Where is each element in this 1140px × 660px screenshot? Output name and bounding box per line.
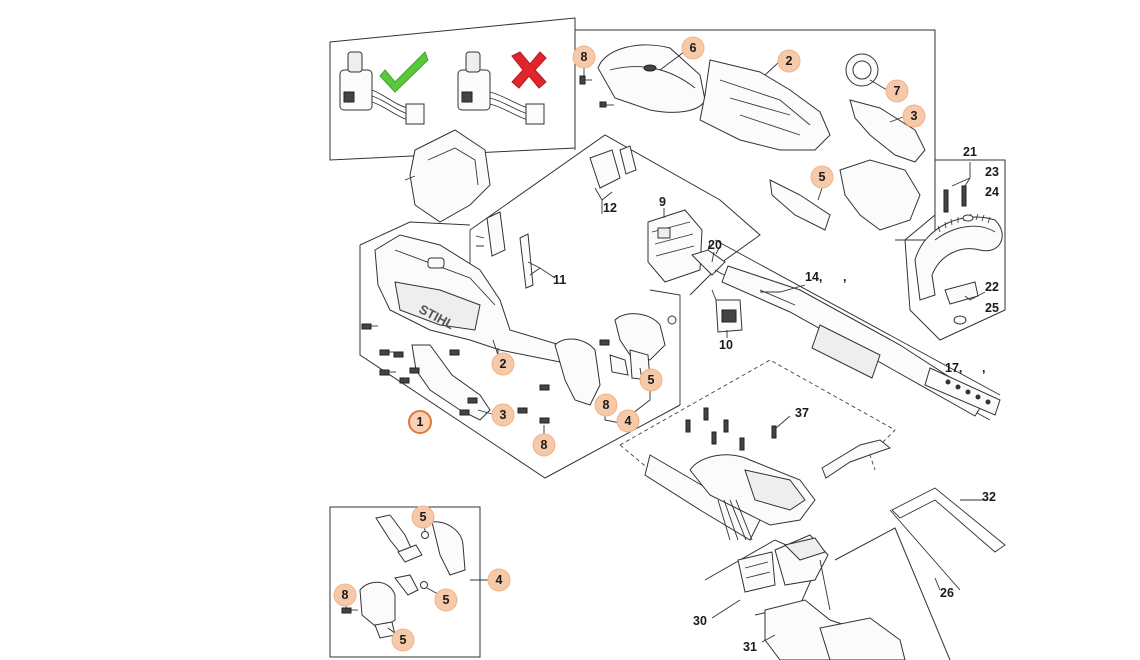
label-22[interactable]: 22 xyxy=(985,280,999,294)
upper-housing-group xyxy=(574,29,936,241)
switch-correct-illustration xyxy=(339,51,425,125)
callout-6[interactable]: 6 xyxy=(681,36,705,60)
svg-text:3: 3 xyxy=(911,109,918,123)
callout-bubbles: 1 2 2 3 3 4 4 5 5 5 5 5 6 7 8 8 8 8 xyxy=(333,36,926,652)
svg-text:4: 4 xyxy=(496,573,503,587)
callout-5-detail-mid[interactable]: 5 xyxy=(434,588,458,612)
label-25[interactable]: 25 xyxy=(985,301,999,315)
svg-text:5: 5 xyxy=(400,633,407,647)
label-11[interactable]: 11 xyxy=(553,273,566,287)
label-9[interactable]: 9 xyxy=(659,195,666,209)
label-30[interactable]: 30 xyxy=(693,614,707,628)
svg-text:2: 2 xyxy=(500,357,507,371)
label-23[interactable]: 23 xyxy=(985,165,999,179)
svg-text:5: 5 xyxy=(819,170,826,184)
motor-cap-part xyxy=(404,129,491,223)
svg-text:7: 7 xyxy=(894,84,901,98)
callout-8-assembly[interactable]: 8 xyxy=(594,393,618,417)
callout-5-housing[interactable]: 5 xyxy=(810,165,834,189)
label-31[interactable]: 31 xyxy=(743,640,757,654)
callout-1[interactable]: 1 xyxy=(408,410,432,434)
switch-orientation-inset xyxy=(329,17,576,161)
callout-7[interactable]: 7 xyxy=(885,79,909,103)
svg-text:5: 5 xyxy=(443,593,450,607)
svg-text:1: 1 xyxy=(417,415,424,429)
label-26[interactable]: 26 xyxy=(940,586,954,600)
label-12[interactable]: 12 xyxy=(603,201,617,215)
label-17[interactable]: 17, xyxy=(945,361,962,375)
svg-text:5: 5 xyxy=(648,373,655,387)
svg-text:8: 8 xyxy=(541,438,548,452)
shaft-group xyxy=(714,239,1001,421)
callout-5-detail-top[interactable]: 5 xyxy=(411,505,435,529)
callout-2-housing[interactable]: 2 xyxy=(777,49,801,73)
svg-text:4: 4 xyxy=(625,414,632,428)
label-37[interactable]: 37 xyxy=(795,406,809,420)
svg-text:3: 3 xyxy=(500,408,507,422)
svg-text:6: 6 xyxy=(690,41,697,55)
part-number-labels: 9 10 11 12 14, , 17, , 20 21 22 23 24 25… xyxy=(553,145,999,654)
correct-check-icon xyxy=(379,51,429,93)
callout-8-housing[interactable]: 8 xyxy=(572,45,596,69)
callout-3-handle[interactable]: 3 xyxy=(491,403,515,427)
svg-text:5: 5 xyxy=(420,510,427,524)
guard-group xyxy=(904,159,1006,341)
callout-5-assembly[interactable]: 5 xyxy=(639,368,663,392)
svg-text:8: 8 xyxy=(581,50,588,64)
electronics-group xyxy=(469,134,761,333)
screws-37 xyxy=(685,407,777,451)
label-32[interactable]: 32 xyxy=(982,490,996,504)
callout-8-detail[interactable]: 8 xyxy=(333,583,357,607)
svg-text:8: 8 xyxy=(603,398,610,412)
switch-detail-inset xyxy=(329,506,481,658)
callout-2-handle[interactable]: 2 xyxy=(491,352,515,376)
leader-lines xyxy=(345,51,986,643)
lower-handle-group xyxy=(619,359,1006,660)
callout-4-assembly[interactable]: 4 xyxy=(616,409,640,433)
label-14-separator: , xyxy=(843,270,846,284)
callout-8-handle[interactable]: 8 xyxy=(532,433,556,457)
label-20[interactable]: 20 xyxy=(708,238,722,252)
handle-housing-group: STIHL xyxy=(359,221,681,479)
label-strip-symbols xyxy=(945,379,991,405)
label-17-separator: , xyxy=(982,361,985,375)
label-14[interactable]: 14, xyxy=(805,270,822,284)
screws-left xyxy=(361,323,610,424)
incorrect-cross-icon xyxy=(511,51,547,89)
svg-text:8: 8 xyxy=(342,588,349,602)
callout-4-detail[interactable]: 4 xyxy=(487,568,511,592)
switch-incorrect-illustration xyxy=(457,51,545,125)
label-10[interactable]: 10 xyxy=(719,338,733,352)
label-24[interactable]: 24 xyxy=(985,185,999,199)
callout-5-detail-bottom[interactable]: 5 xyxy=(391,628,415,652)
label-21[interactable]: 21 xyxy=(963,145,977,159)
svg-text:2: 2 xyxy=(786,54,793,68)
callout-3-housing[interactable]: 3 xyxy=(902,104,926,128)
